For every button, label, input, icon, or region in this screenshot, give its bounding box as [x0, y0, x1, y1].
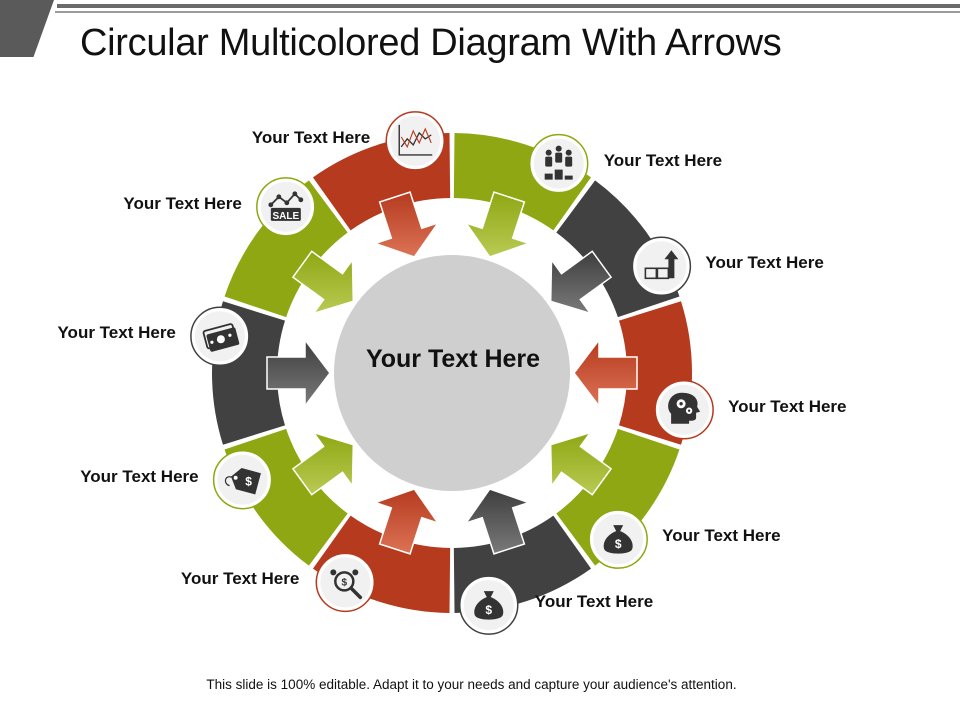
ring-arrow-7: [291, 431, 355, 496]
money-bag-icon: $: [588, 509, 648, 569]
slide-title: Circular Multicolored Diagram With Arrow…: [80, 22, 782, 64]
price-tag-icon: $: [212, 449, 273, 510]
footer-note: This slide is 100% editable. Adapt it to…: [206, 677, 737, 692]
boxes-growth-arrow-icon: [631, 236, 692, 297]
segment-label-8: Your Text Here: [57, 323, 176, 343]
ring-arrow-6: [372, 488, 440, 555]
segment-label-9: Your Text Here: [123, 193, 242, 213]
ring-arrow-1: [464, 191, 532, 258]
line-chart-icon: [385, 111, 445, 171]
ring-arrow-5: [464, 488, 532, 555]
segment-label-1: Your Text Here: [603, 150, 723, 170]
ring-arrow-2: [549, 250, 613, 315]
center-circle: [334, 255, 570, 491]
segment-label-10: Your Text Here: [251, 127, 371, 147]
sale-chart-icon: SALE: [256, 177, 316, 237]
ring-arrow-9: [291, 250, 355, 315]
center-text: Your Text Here: [365, 345, 541, 373]
ring-arrow-8: [266, 337, 331, 409]
svg-text:$: $: [615, 537, 622, 551]
segment-label-6: Your Text Here: [180, 569, 300, 589]
svg-text:$: $: [342, 577, 348, 588]
ring-segment-4: [556, 428, 680, 566]
money-search-icon: $: [315, 552, 376, 613]
ring-arrow-3: [573, 337, 638, 409]
svg-text:SALE: SALE: [272, 211, 299, 222]
money-bag-icon: $: [459, 575, 519, 635]
head-gears-icon: [654, 380, 714, 440]
segment-label-2: Your Text Here: [705, 253, 824, 273]
ring-segment-9: [224, 180, 348, 318]
ring-arrow-10: [372, 191, 440, 258]
segment-label-7: Your Text Here: [80, 466, 199, 486]
segment-label-3: Your Text Here: [728, 396, 847, 416]
svg-text:$: $: [485, 603, 492, 617]
segment-label-4: Your Text Here: [662, 526, 781, 546]
ring-arrow-4: [549, 431, 613, 496]
segment-label-5: Your Text Here: [534, 592, 654, 612]
header-rule: [57, 4, 960, 8]
banknotes-icon: [190, 306, 250, 366]
svg-text:$: $: [245, 475, 252, 489]
header-rule-thin: [55, 11, 960, 13]
podium-people-icon: [528, 133, 589, 194]
